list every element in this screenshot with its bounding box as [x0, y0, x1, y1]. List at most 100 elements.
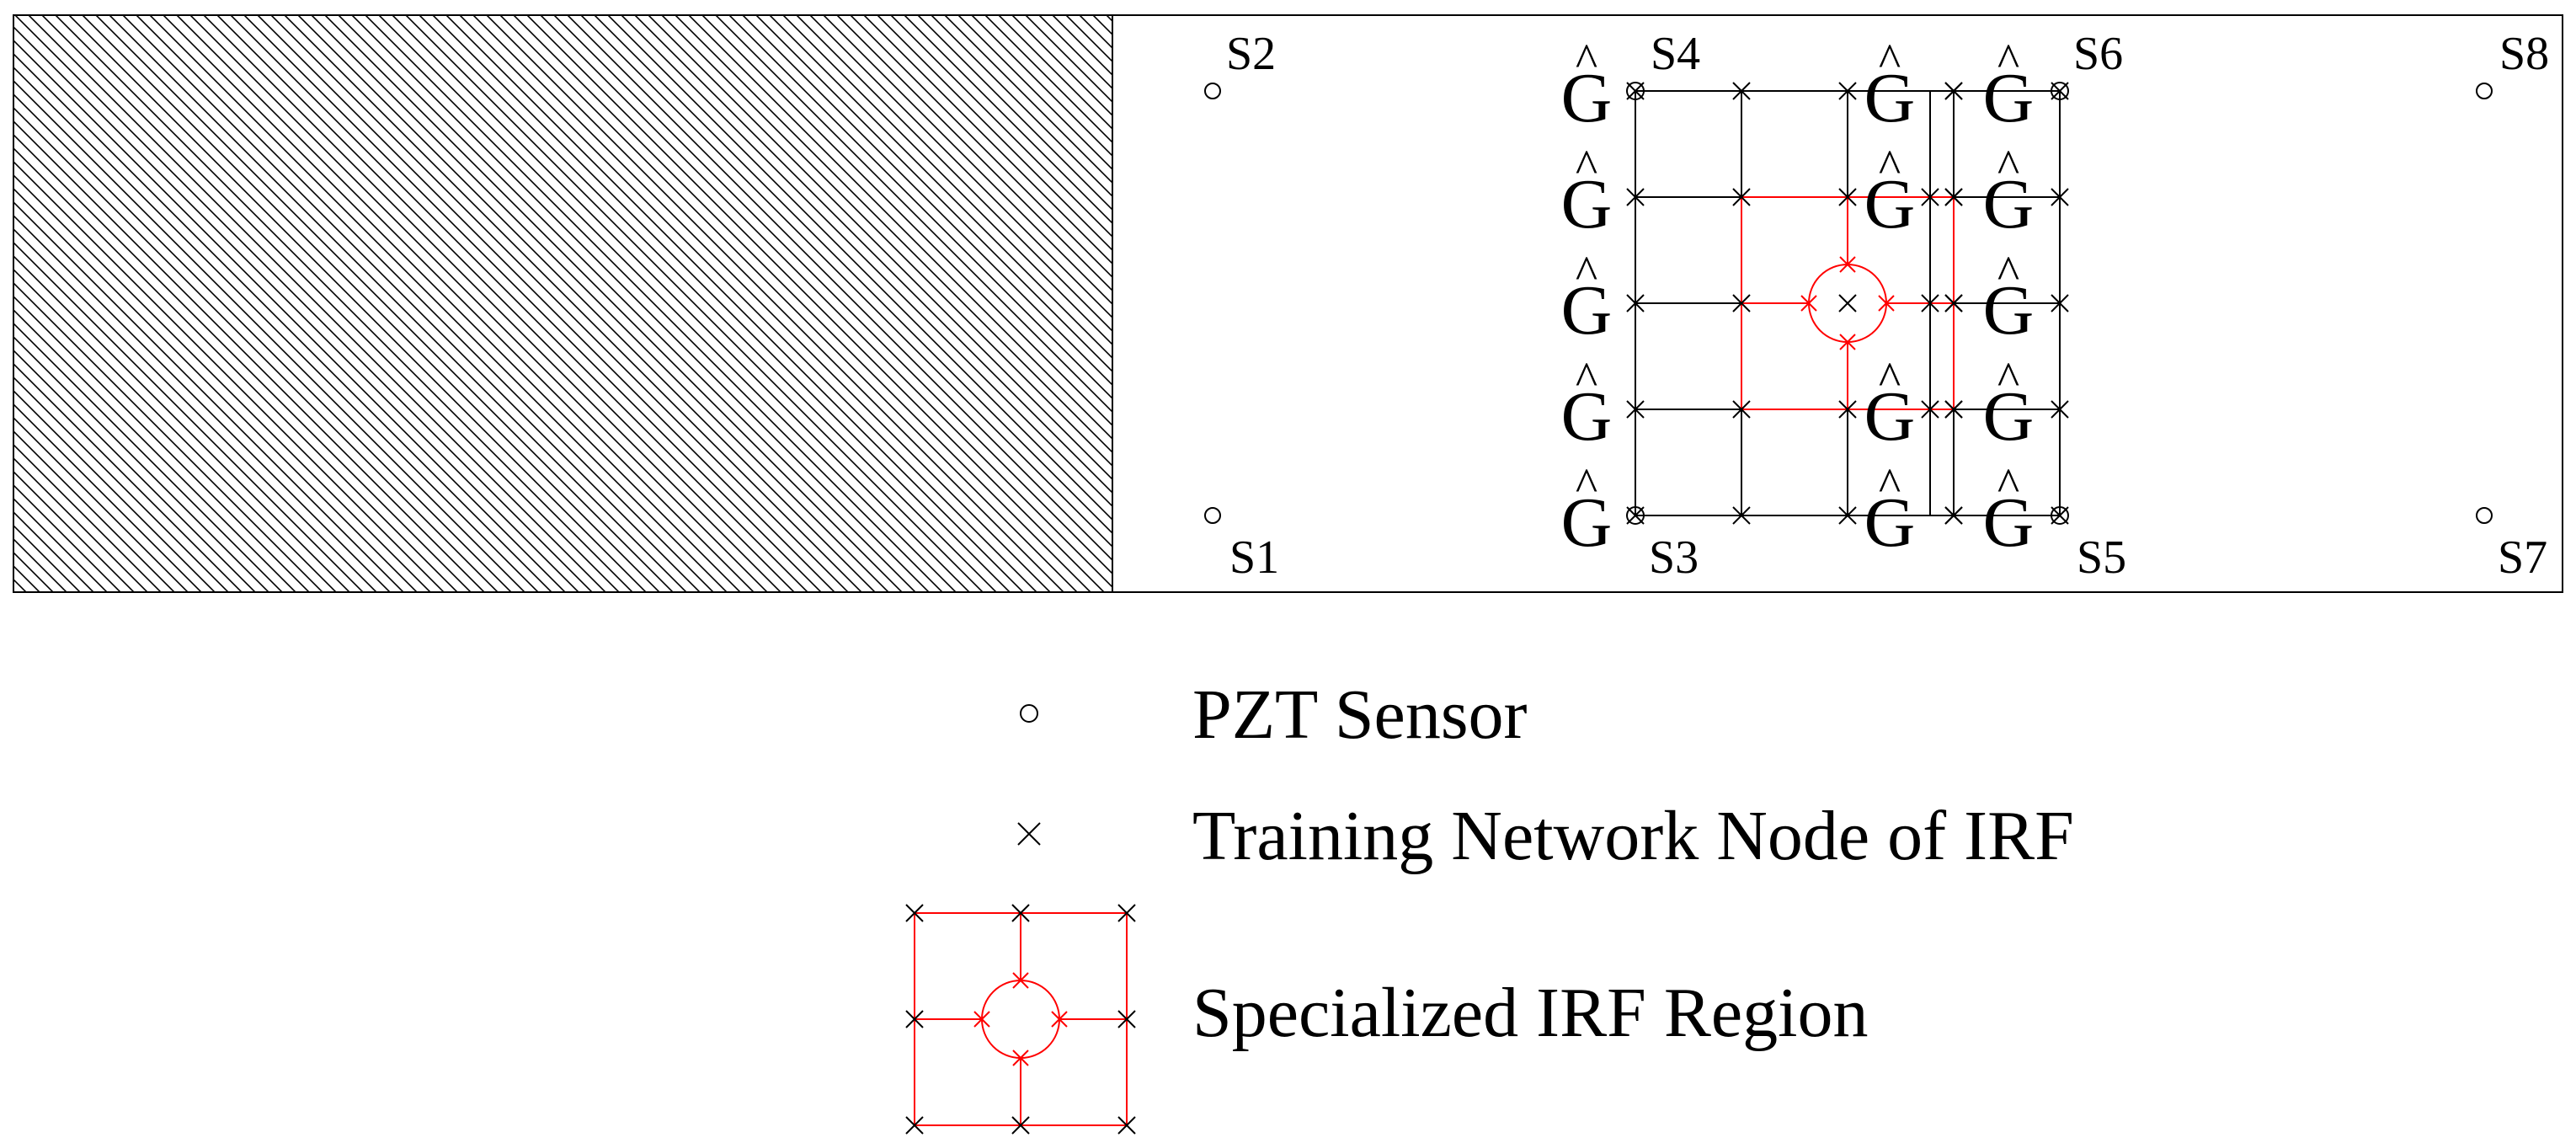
sensor-s5-label: S5: [2077, 531, 2126, 584]
pzt-sensors: S1 S2 S3 S4 S5 S6 S7 S8: [1204, 28, 2549, 584]
hatched-region: [13, 14, 1113, 593]
g-hat-letter: G: [1864, 165, 1916, 243]
sensor-s7-label: S7: [2498, 531, 2547, 584]
legend-node-x-icon: [1117, 904, 1136, 922]
legend-node-x-icon: [905, 1010, 924, 1028]
legend-circle-icon: [1020, 704, 1038, 723]
circle-node-mark: [1839, 256, 1856, 273]
g-hat-letter: G: [1561, 165, 1613, 243]
training-network-nodes: [1626, 82, 2069, 525]
g-hat-caret: ^: [1576, 141, 1597, 193]
special-region-icon: [905, 904, 1136, 1135]
network-node-x-icon: [1732, 294, 1751, 312]
g-hat-marks: ^G^G^G^G^G^G^G^G^G^G^G^G^G^G: [1561, 35, 2035, 562]
sensor-s1-label: S1: [1229, 531, 1279, 584]
legend-label-sensor: PZT Sensor: [1192, 676, 1528, 754]
g-hat-letter: G: [1864, 59, 1916, 137]
sensor-s3-marker: [1626, 506, 1645, 525]
network-node-x-icon: [1732, 188, 1751, 206]
circle-node-mark: [1800, 295, 1817, 312]
g-hat-letter: G: [1864, 483, 1916, 562]
g-hat-mark: ^G: [1561, 353, 1613, 456]
network-node-x-icon: [2051, 294, 2069, 312]
network-node-x-icon: [1626, 294, 1645, 312]
network-node-x-icon: [1732, 506, 1751, 525]
g-hat-letter: G: [1983, 165, 2035, 243]
g-hat-mark: ^G: [1983, 353, 2035, 456]
g-hat-caret: ^: [1879, 35, 1901, 87]
g-hat-letter: G: [1561, 59, 1613, 137]
g-hat-mark: ^G: [1864, 35, 1916, 137]
g-hat-caret: ^: [1997, 35, 2019, 87]
legend-item-sensor: PZT Sensor: [1020, 676, 1528, 754]
legend-item-node: Training Network Node of IRF: [1017, 797, 2074, 875]
sensor-s6-marker: [2051, 82, 2069, 100]
sensor-s7-marker: [2476, 507, 2493, 524]
g-hat-mark: ^G: [1864, 459, 1916, 562]
circle-node-mark: [1878, 295, 1895, 312]
legend: PZT Sensor Training Network Node of IRF …: [905, 676, 2074, 1135]
g-hat-mark: ^G: [1864, 353, 1916, 456]
g-hat-letter: G: [1561, 377, 1613, 456]
g-hat-caret: ^: [1879, 141, 1901, 193]
g-hat-caret: ^: [1576, 35, 1597, 87]
g-hat-mark: ^G: [1561, 247, 1613, 350]
circle-node-mark: [1012, 972, 1029, 989]
network-node-x-icon: [1838, 506, 1857, 525]
sensor-s3-label: S3: [1649, 531, 1699, 584]
sensor-s4-marker: [1626, 82, 1645, 100]
g-hat-mark: ^G: [1983, 247, 2035, 350]
legend-node-x-icon: [1011, 1116, 1030, 1135]
circle-node-mark: [1051, 1011, 1068, 1028]
g-hat-caret: ^: [1997, 459, 2019, 511]
network-node-x-icon: [2051, 188, 2069, 206]
g-hat-caret: ^: [1576, 247, 1597, 299]
circle-node-mark: [973, 1011, 990, 1028]
sensor-s6-label: S6: [2073, 28, 2123, 80]
training-network-lines: [1635, 90, 2061, 516]
g-hat-mark: ^G: [1561, 459, 1613, 562]
network-node-x-icon: [1838, 82, 1857, 100]
g-hat-caret: ^: [1997, 247, 2019, 299]
g-hat-letter: G: [1983, 271, 2035, 350]
sensor-s2-label: S2: [1226, 28, 1276, 80]
legend-label-node: Training Network Node of IRF: [1192, 797, 2074, 875]
network-node-x-icon: [2051, 400, 2069, 419]
g-hat-mark: ^G: [1561, 141, 1613, 243]
legend-item-special: Specialized IRF Region: [905, 904, 1869, 1135]
sensor-s4-label: S4: [1651, 28, 1700, 80]
g-hat-mark: ^G: [1983, 459, 2035, 562]
network-node-x-icon: [1732, 400, 1751, 419]
legend-node-x-icon: [1117, 1116, 1136, 1135]
g-hat-letter: G: [1561, 271, 1613, 350]
g-hat-caret: ^: [1879, 459, 1901, 511]
g-hat-mark: ^G: [1561, 35, 1613, 137]
legend-node-x-icon: [905, 904, 924, 922]
g-hat-letter: G: [1983, 483, 2035, 562]
network-node-x-icon: [1944, 82, 1963, 100]
sensor-s1-marker: [1204, 507, 1221, 524]
network-node-x-icon: [1838, 294, 1857, 312]
network-node-x-icon: [1626, 400, 1645, 419]
g-hat-caret: ^: [1997, 353, 2019, 405]
sensor-s2-marker: [1204, 83, 1221, 99]
g-hat-caret: ^: [1576, 353, 1597, 405]
sensor-s8-label: S8: [2499, 28, 2549, 80]
network-node-x-icon: [1732, 82, 1751, 100]
g-hat-mark: ^G: [1864, 141, 1916, 243]
legend-label-special: Specialized IRF Region: [1192, 974, 1869, 1052]
network-node-x-icon: [1921, 294, 1939, 312]
g-hat-letter: G: [1864, 377, 1916, 456]
g-hat-mark: ^G: [1983, 35, 2035, 137]
legend-node-x-icon: [1011, 904, 1030, 922]
circle-node-mark: [1839, 334, 1856, 350]
plate: [13, 14, 2563, 593]
legend-node-x-icon: [905, 1116, 924, 1135]
network-node-x-icon: [1626, 188, 1645, 206]
network-node-x-icon: [1944, 294, 1963, 312]
network-node-x-icon: [1944, 400, 1963, 419]
g-hat-caret: ^: [1576, 459, 1597, 511]
g-hat-letter: G: [1561, 483, 1613, 562]
network-node-x-icon: [1838, 188, 1857, 206]
network-node-x-icon: [1944, 506, 1963, 525]
